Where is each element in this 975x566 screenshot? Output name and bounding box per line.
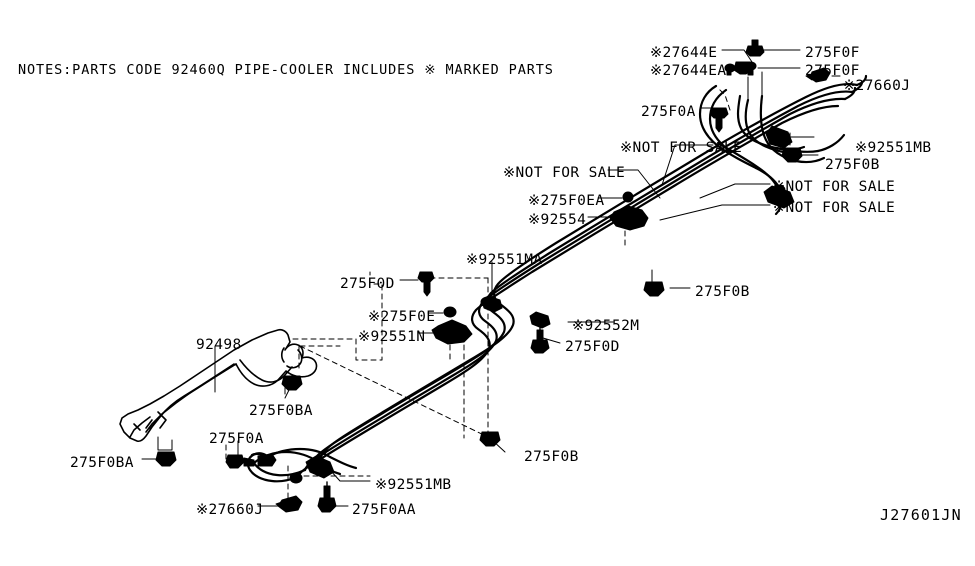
leader-not-for-sale-1	[661, 144, 714, 186]
heat-shield-inner-4	[129, 416, 151, 438]
heat-shield-edge-b	[157, 411, 167, 429]
icon-275f0b-lower	[479, 431, 501, 447]
pipe-join-c	[794, 156, 826, 164]
label-275f0b-upper-right: 275F0B	[825, 157, 880, 173]
lower-pipe-run-3	[328, 455, 358, 470]
leader-275f0d-mid	[542, 337, 561, 344]
label-275f0aa: 275F0AA	[352, 502, 416, 518]
label-92552m: ※92552M	[572, 318, 640, 334]
heat-shield-inner-3	[145, 363, 235, 433]
label-not-for-sale-4: ※NOT FOR SALE	[773, 200, 896, 216]
label-275f0d-mid: 275F0D	[565, 339, 620, 355]
pipe-tail-1	[855, 74, 868, 87]
label-not-for-sale-3: ※NOT FOR SALE	[773, 179, 896, 195]
reference-code: J27601JN	[880, 506, 962, 524]
icon-275f0ea	[622, 191, 634, 203]
label-275f0a-upper: 275F0A	[641, 104, 696, 120]
leader-not-for-sale-3	[699, 183, 771, 199]
label-275f0ba-upper: 275F0BA	[249, 403, 313, 419]
pipe-join-b	[816, 133, 846, 153]
heat-shield-92498-outline	[119, 328, 318, 443]
label-92551n: ※92551N	[358, 329, 426, 345]
icon-275f0a-upper	[709, 107, 729, 133]
label-275f0f-upper: 275F0F	[805, 45, 860, 61]
icon-275f0f-upper	[745, 39, 765, 57]
label-275f0f-lower: 275F0F	[805, 63, 860, 79]
icon-27660j-lower	[275, 495, 303, 513]
icon-275f0a-lower	[225, 454, 255, 469]
label-92551mb-right: ※92551MB	[855, 140, 932, 156]
icon-pipe-end-fitting	[257, 453, 277, 467]
label-27660j-lower: ※27660J	[196, 502, 264, 518]
label-92551mb-lower: ※92551MB	[375, 477, 452, 493]
icon-275f0ba-lower	[155, 451, 177, 467]
label-275f0b-lower: 275F0B	[524, 449, 579, 465]
pipe-tail-3	[843, 86, 857, 101]
leader-27644e	[721, 49, 753, 63]
heat-shield-edge-a	[145, 419, 153, 429]
label-275f0ea: ※275F0EA	[528, 193, 605, 209]
label-not-for-sale-2: ※NOT FOR SALE	[503, 165, 626, 181]
dashed-275f0a-drop	[717, 87, 731, 111]
dashed-outline-clamp-region	[292, 271, 383, 361]
icon-275f0d-left	[417, 271, 435, 297]
heat-shield-inner-1	[239, 359, 293, 383]
icon-92551n-clamp	[431, 319, 473, 345]
notes-line: NOTES:PARTS CODE 92460Q PIPE-COOLER INCL…	[18, 62, 554, 78]
icon-27644e	[745, 61, 757, 76]
shield-leg-left	[157, 436, 173, 451]
heat-shield-edge-c	[133, 423, 141, 431]
label-92554: ※92554	[528, 212, 587, 228]
label-275f0d-left: 275F0D	[340, 276, 395, 292]
icon-92554-connector	[609, 205, 649, 231]
pipe-line-4	[296, 104, 840, 479]
pipe-loop-left-a	[698, 84, 758, 170]
icon-275f0d-mid	[530, 329, 550, 354]
dashed-diag-upper	[299, 345, 491, 439]
icon-275f0aa	[317, 485, 337, 513]
pipe-converge-mark	[763, 185, 795, 209]
icon-27660j-upper	[805, 67, 831, 83]
label-275f0a-lower: 275F0A	[209, 431, 264, 447]
heat-shield-loop-a	[286, 349, 303, 369]
icon-275f0b-upper-right	[781, 147, 803, 163]
heat-shield-loop-b	[280, 347, 285, 363]
label-27660j-upper: ※27660J	[843, 78, 911, 94]
label-not-for-sale-1: ※NOT FOR SALE	[620, 140, 743, 156]
pipe-loop-left-b	[708, 88, 732, 153]
icon-275f0ba-upper	[281, 375, 303, 391]
leader-not-for-sale-2	[607, 169, 661, 199]
label-27644e: ※27644E	[650, 45, 718, 61]
icon-275f0e	[443, 306, 457, 318]
label-275f0b-mid-right: 275F0B	[695, 284, 750, 300]
label-92498: 92498	[196, 337, 242, 353]
label-27644ea: ※27644EA	[650, 63, 727, 79]
label-275f0ba-lower: 275F0BA	[70, 455, 134, 471]
icon-275f0b-mid-right	[643, 281, 665, 297]
leader-92551mb-lower	[329, 469, 371, 482]
leader-not-for-sale-4	[659, 204, 771, 221]
icon-27644ea	[724, 63, 736, 76]
label-275f0e: ※275F0E	[368, 309, 436, 325]
label-92551ma: ※92551MA	[466, 252, 543, 268]
